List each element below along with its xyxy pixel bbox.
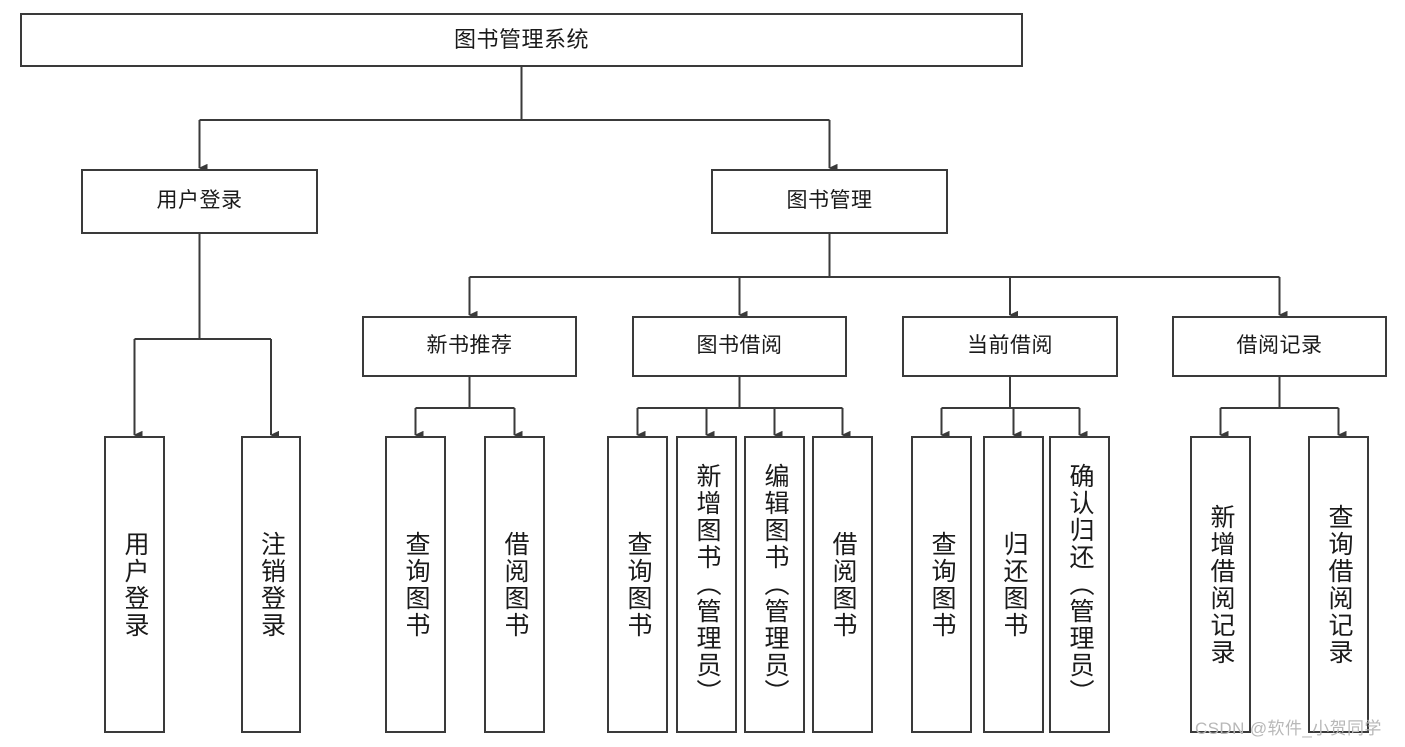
node-label: 新增借阅记录 bbox=[1207, 503, 1235, 666]
node-label: 编辑图书（管理员） bbox=[761, 463, 789, 706]
node-label: 用户登录 bbox=[121, 530, 149, 639]
node-leaf-query-record[interactable]: 查询借阅记录 bbox=[1308, 436, 1369, 733]
node-leaf-logout[interactable]: 注销登录 bbox=[241, 436, 301, 733]
node-bookmgmt[interactable]: 图书管理 bbox=[711, 169, 948, 234]
node-leaf-borrow-2[interactable]: 借阅图书 bbox=[812, 436, 873, 733]
node-label: 注销登录 bbox=[257, 530, 286, 639]
node-login[interactable]: 用户登录 bbox=[81, 169, 318, 234]
node-label: 借阅记录 bbox=[1236, 334, 1323, 358]
node-label: 新书推荐 bbox=[426, 334, 513, 358]
node-leaf-add-record[interactable]: 新增借阅记录 bbox=[1190, 436, 1251, 733]
node-leaf-query-2[interactable]: 查询图书 bbox=[607, 436, 668, 733]
node-label: 当前借阅 bbox=[967, 334, 1053, 358]
node-newbook[interactable]: 新书推荐 bbox=[362, 316, 577, 377]
node-borrow[interactable]: 图书借阅 bbox=[632, 316, 847, 377]
node-leaf-query-3[interactable]: 查询图书 bbox=[911, 436, 972, 733]
edges bbox=[133, 67, 1347, 440]
node-label: 新增图书（管理员） bbox=[693, 463, 721, 706]
node-label: 图书管理 bbox=[786, 189, 873, 213]
node-label: 借阅图书 bbox=[829, 530, 857, 639]
node-label: 查询图书 bbox=[402, 530, 430, 639]
node-leaf-add-book[interactable]: 新增图书（管理员） bbox=[676, 436, 737, 733]
watermark: CSDN @软件_小贺同学 bbox=[1195, 719, 1382, 738]
node-label: 借阅图书 bbox=[501, 530, 529, 639]
node-label: 图书管理系统 bbox=[453, 27, 589, 53]
node-label: 归还图书 bbox=[1000, 530, 1028, 639]
node-leaf-user-login[interactable]: 用户登录 bbox=[104, 436, 165, 733]
node-label: 查询图书 bbox=[624, 530, 652, 639]
node-current[interactable]: 当前借阅 bbox=[902, 316, 1118, 377]
node-leaf-return[interactable]: 归还图书 bbox=[983, 436, 1044, 733]
node-label: 查询图书 bbox=[928, 530, 956, 639]
node-leaf-query-1[interactable]: 查询图书 bbox=[385, 436, 446, 733]
node-label: 用户登录 bbox=[156, 189, 243, 213]
node-root[interactable]: 图书管理系统 bbox=[20, 13, 1023, 67]
node-leaf-borrow-1[interactable]: 借阅图书 bbox=[484, 436, 545, 733]
node-label: 图书借阅 bbox=[696, 334, 783, 358]
node-leaf-confirm[interactable]: 确认归还（管理员） bbox=[1049, 436, 1110, 733]
node-label: 确认归还（管理员） bbox=[1066, 463, 1094, 706]
node-records[interactable]: 借阅记录 bbox=[1172, 316, 1387, 377]
node-label: 查询借阅记录 bbox=[1325, 503, 1353, 666]
node-leaf-edit-book[interactable]: 编辑图书（管理员） bbox=[744, 436, 805, 733]
